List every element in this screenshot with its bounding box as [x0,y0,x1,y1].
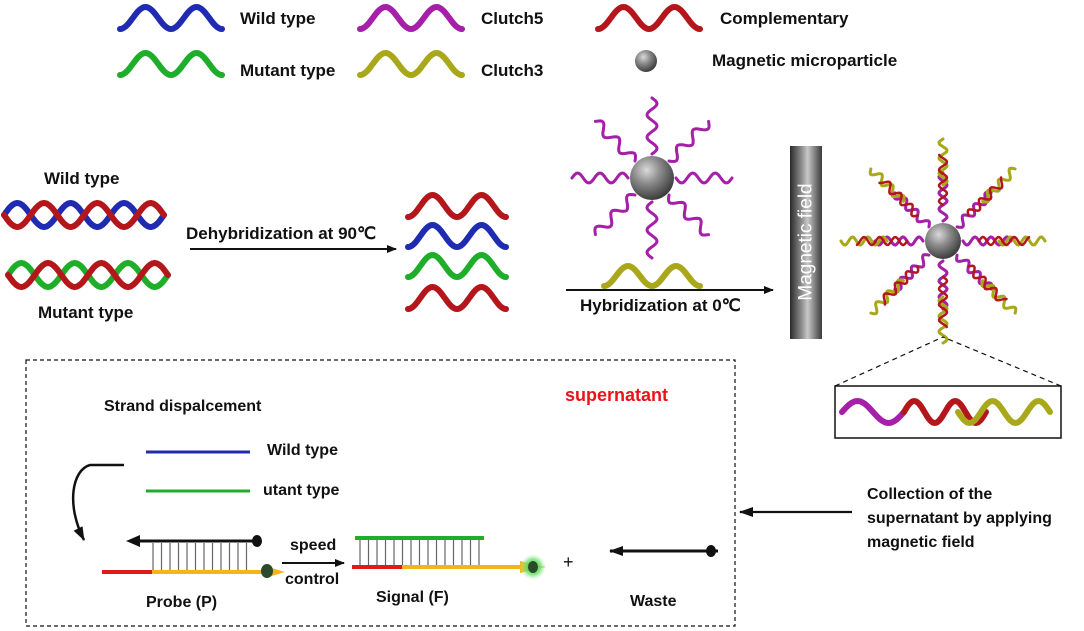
legend-clutch5-label: Clutch5 [481,9,544,28]
step1-dna-strands [1,191,703,313]
signal-label: Signal (F) [376,589,449,606]
zoom-box [834,385,1062,439]
hybrid-clutch3-strand [980,279,1018,315]
hybrid-clutch3-strand [868,167,906,203]
hybrid-clutch3-strand [839,235,889,247]
clutch5-wave-icon [357,3,465,33]
supernatant-box [25,359,736,627]
separated-complementary-2 [405,283,509,313]
hybrid-clutch3-strand [997,235,1047,247]
clutch5-radial-strand [645,96,659,156]
magnetic-field-label: Magnetic field [795,183,817,301]
clutch5-radial-strand [593,119,638,163]
legend-complementary-label: Complementary [720,9,849,28]
magnetic-microparticle [630,156,674,200]
legend-particle-label: Magnetic microparticle [712,51,898,70]
plus-sign: + [563,552,574,572]
separated-mutant-strand [405,251,509,281]
mutant-type-wave-icon [117,49,225,79]
clutch5-radial-strand [570,171,630,185]
wild-type-wave-icon [117,3,225,33]
magnetic-bar [790,146,822,339]
clutch5-radial-strand [645,200,659,260]
waste-quencher [706,545,716,557]
hybrid-clutch3-strand [937,137,949,187]
hybrid-complementary-strand [882,265,920,306]
bottom-mutant-type-label: utant type [263,482,340,499]
complementary-wave-icon [595,3,703,33]
bottom-wild-type-label: Wild type [267,442,338,459]
hybridized-microparticle [925,223,961,259]
zoom-line-right [942,336,1062,387]
zoom-clutch3 [955,398,1053,426]
hybrid-complementary-strand [878,180,919,218]
hybrid-complementary-strand [977,235,1031,247]
hybrid-complementary-strand [966,176,1004,217]
waste-label: Waste [630,593,677,610]
hybrid-clutch3-strand [869,278,905,316]
probe-label: Probe (P) [146,594,218,611]
separated-complementary-1 [405,191,509,221]
speed-label: speed [290,537,337,554]
step1-mutant-type-label: Mutant type [38,303,134,322]
collection-line-3: magnetic field [867,534,975,551]
zoom-line-left [834,336,944,387]
collection-line-1: Collection of the [867,486,993,503]
clutch5-radial-strand [667,119,711,164]
particle-with-hybrids [839,137,1047,345]
hybrid-clutch3-strand [937,295,949,345]
wild-duplex-strand-b [1,199,167,231]
hybrid-complementary-strand [937,275,949,329]
legend-clutch3-label: Clutch3 [481,61,544,80]
zoom-clutch5 [839,397,907,427]
strand-displacement-label: Strand dispalcement [104,398,262,415]
hybrid-complementary-strand [855,235,909,247]
signal-complex [352,536,546,580]
hybrid-complementary-strand [967,264,1008,302]
separated-wild-strand [405,221,509,251]
control-label: control [285,571,340,588]
dehybridization-label: Dehybridization at 90℃ [186,224,377,243]
probe-complex [102,535,285,578]
clutch5-radial-strand [666,193,711,237]
clutch5-radial-strand [593,192,637,237]
legend-particle-icon [635,50,657,72]
clutch5-radial-strand [674,171,734,185]
clutch3-strand [601,262,703,290]
mutant-duplex-strand-b [5,259,171,291]
hybrid-clutch3-strand [981,166,1017,204]
legend-mutant-type-label: Mutant type [240,61,336,80]
collection-line-2: supernatant by applying [867,510,1052,527]
zoom-strand [839,397,1053,427]
supernatant-label: supernatant [565,385,669,405]
legend-wild-type-label: Wild type [240,9,316,28]
particle-with-clutch5 [570,96,734,260]
clutch3-wave-icon [357,49,465,79]
hybridization-label: Hybridization at 0℃ [580,296,741,315]
legend-wave-samples [117,3,703,79]
strand-displacement-arrow [71,463,124,541]
hybrid-complementary-strand [937,153,949,207]
step1-wild-type-label: Wild type [44,169,120,188]
